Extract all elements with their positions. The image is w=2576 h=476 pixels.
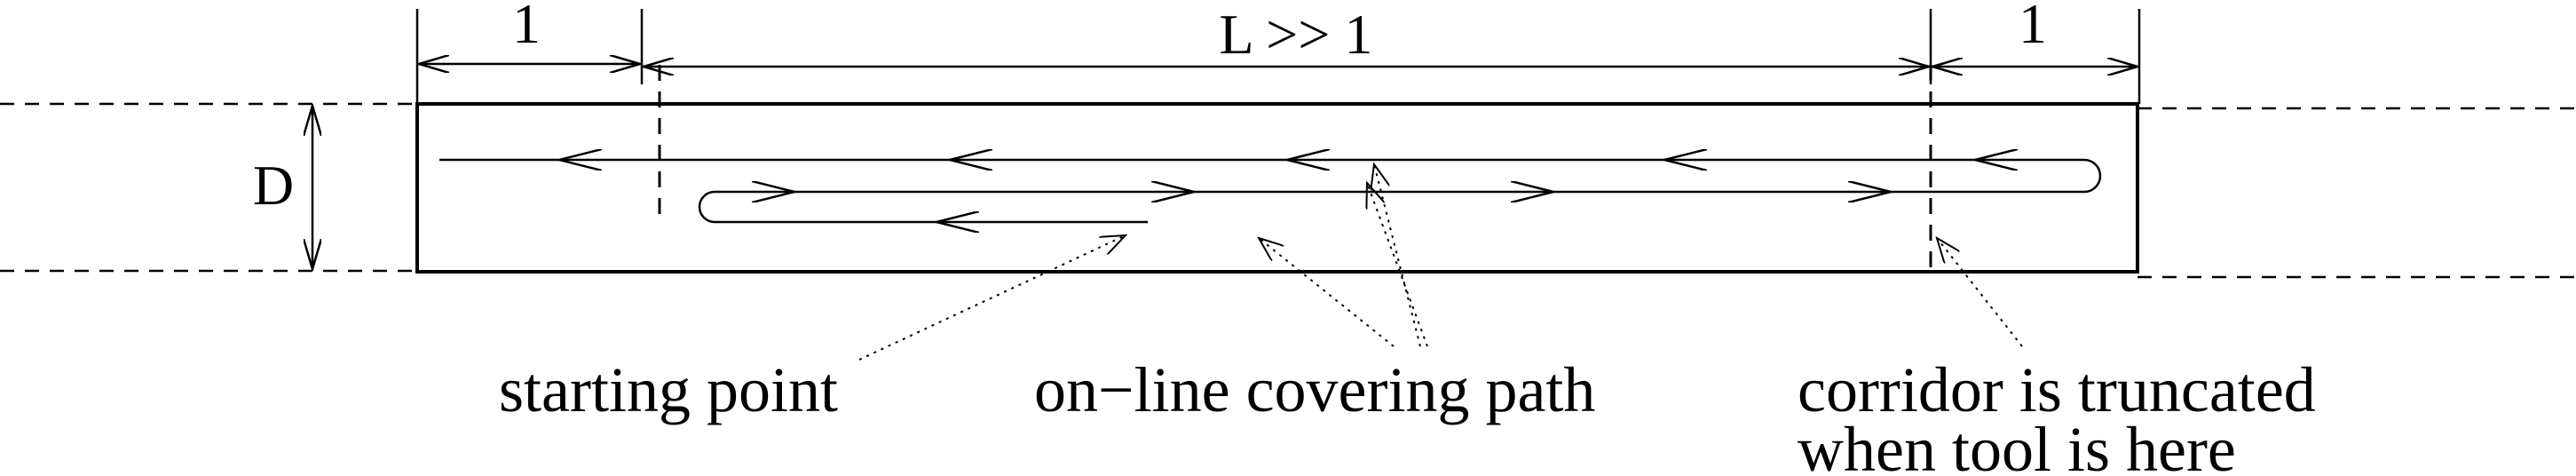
dim-label-corridor-length: L >> 1 [1220, 3, 1373, 66]
leader-lines [858, 164, 2023, 361]
caption-truncated-line2: when tool is here [1798, 414, 2236, 476]
leader-covering-path-a [1259, 238, 1395, 347]
leader-starting-point [858, 235, 1126, 361]
corridor-walls-dashed [0, 102, 2576, 279]
leader-truncation [1937, 238, 2023, 347]
dim-label-left-width: 1 [512, 0, 541, 55]
caption-starting-point: starting point [499, 354, 838, 425]
path-turn-outer-right [2083, 158, 2102, 194]
dimension-arrows [312, 64, 2137, 269]
dim-label-right-width: 1 [2019, 0, 2047, 55]
caption-truncated-line1: corridor is truncated [1798, 354, 2316, 425]
dim-label-corridor-height: D [253, 154, 294, 217]
leader-covering-path-c [1367, 183, 1428, 347]
corridor-rectangle [415, 102, 2139, 274]
covering-path [439, 158, 2102, 224]
path-turn-inner-left [698, 190, 715, 224]
caption-covering-path: on−line covering path [1034, 354, 1595, 425]
